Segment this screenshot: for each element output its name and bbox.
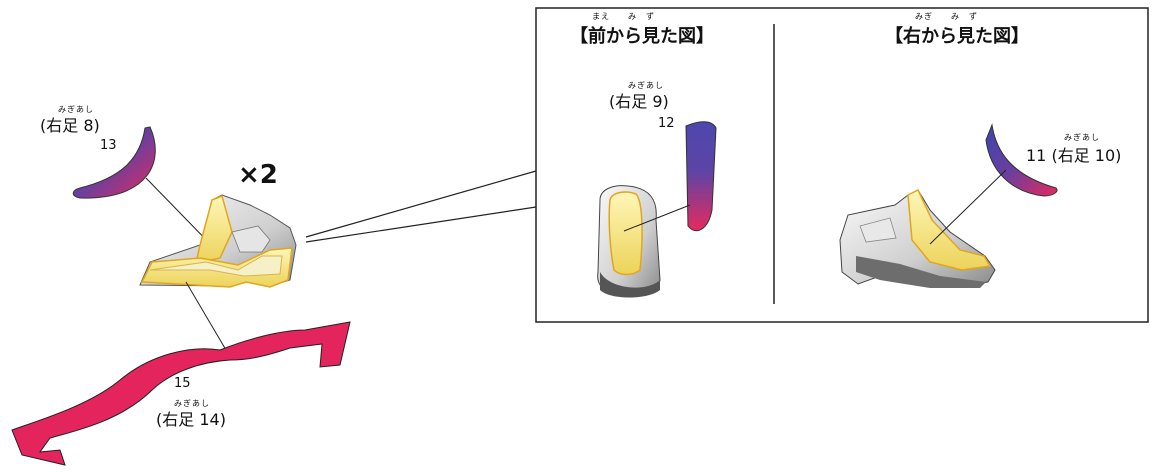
leader-line-10: [929, 169, 1007, 245]
label-d-text: 11 (右足 10): [1026, 146, 1122, 165]
part-12-piece: [685, 121, 717, 232]
callout-line-top: [305, 170, 537, 238]
label-a-ruby: みぎあし: [58, 105, 94, 114]
right-view-title: 【右から見た図】: [885, 26, 1029, 47]
callout-line-bottom: [305, 206, 537, 243]
part-11-piece: [985, 123, 1058, 197]
label-b-number: 15: [174, 376, 191, 391]
label-c-ruby: みぎあし: [628, 81, 664, 90]
part-13-piece: [72, 126, 156, 199]
label-c-text: (右足 9): [609, 92, 669, 111]
leader-line-9: [623, 204, 691, 232]
front-view-shoe: [597, 185, 661, 298]
front-view-ruby: まえ み ず: [592, 12, 655, 21]
label-b-ruby: みぎあし: [174, 399, 210, 408]
right-view-ruby: みぎ み ず: [915, 12, 978, 21]
inset-frame: [535, 7, 1149, 323]
right-view-shoe: [839, 188, 996, 288]
leader-line-15: [185, 281, 227, 351]
label-a-number: 13: [100, 138, 117, 153]
label-d-ruby: みぎあし: [1064, 133, 1100, 142]
label-c-number: 12: [658, 116, 675, 131]
quantity-label: ×2: [238, 160, 278, 190]
part-15-piece: [11, 321, 351, 466]
shoe-main: [139, 194, 297, 288]
front-view-title: 【前から見た図】: [570, 26, 714, 47]
label-b-text: (右足 14): [156, 410, 226, 429]
label-a-text: (右足 8): [40, 116, 100, 135]
